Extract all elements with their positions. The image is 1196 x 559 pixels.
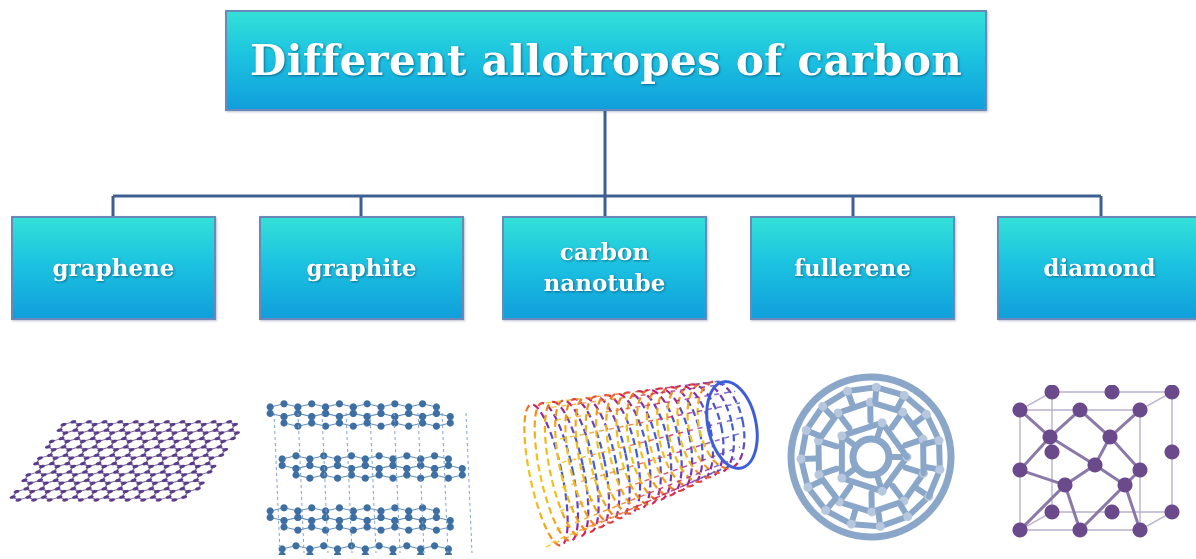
diagram-title: Different allotropes of carbon [225,10,987,111]
fullerene-structure-image [787,373,955,541]
node-label: fullerene [794,254,911,282]
carbon-nanotube-structure-image [523,380,759,548]
node-label: graphene [52,254,175,282]
node-fullerene: fullerene [750,216,955,320]
node-diamond: diamond [997,216,1196,320]
graphene-structure-image [9,420,240,502]
diamond-structure-image [1012,385,1180,538]
node-label: graphite [306,254,417,282]
node-graphite: graphite [259,216,464,320]
graphite-structure-image [266,400,473,555]
node-graphene: graphene [11,216,216,320]
node-label: diamond [1043,254,1156,282]
